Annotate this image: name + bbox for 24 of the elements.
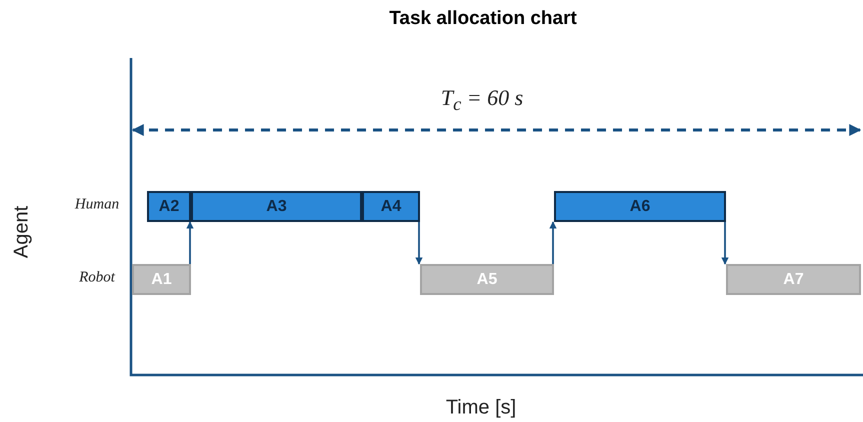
axis-title: Time [s]	[446, 396, 516, 420]
task-label: A2	[158, 198, 180, 216]
handover-arrow	[186, 221, 194, 264]
task-bar	[362, 191, 420, 222]
task-bar	[420, 264, 554, 295]
axis-category-label: Robot	[79, 270, 115, 286]
cycle-time-label: T$_{c}$ = 60 s	[440, 84, 524, 116]
axis-title: Agent	[10, 206, 34, 258]
task-bar	[147, 191, 191, 222]
task-label: A1	[151, 270, 172, 288]
chart-title: Task allocation chart	[388, 8, 578, 30]
handover-arrow	[549, 221, 557, 264]
task-label: A4	[380, 198, 402, 216]
task-label: A5	[476, 270, 498, 288]
handover-arrow	[415, 222, 423, 265]
handover-arrow	[721, 222, 729, 265]
task-label: A6	[630, 198, 650, 216]
task-bar	[726, 264, 861, 295]
task-bar	[132, 264, 191, 295]
task-bar	[191, 191, 362, 222]
task-label: A7	[783, 270, 804, 288]
task-label: A3	[266, 198, 287, 216]
axis-category-label: Human	[74, 196, 120, 214]
task-bar	[554, 191, 726, 222]
